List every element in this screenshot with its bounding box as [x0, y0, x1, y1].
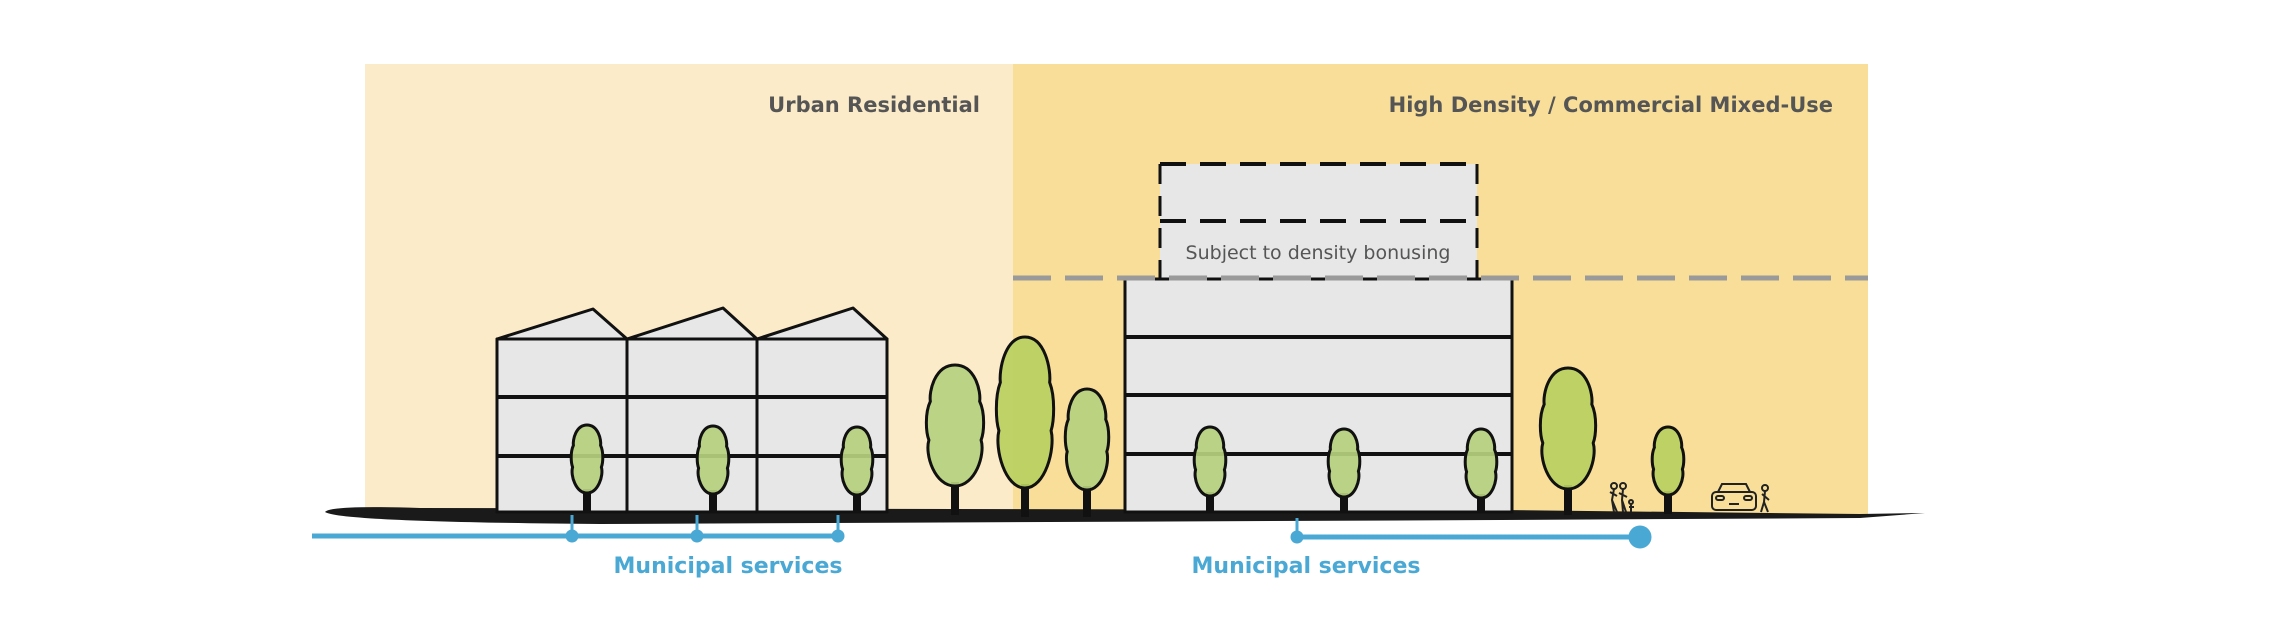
tree-crown [1538, 366, 1598, 491]
townhouse-unit [495, 307, 629, 514]
townhouse-unit [625, 306, 759, 514]
tree-trunk [709, 490, 717, 512]
tree-crown [569, 423, 605, 495]
tree-icon [1063, 387, 1111, 517]
service-connection [565, 529, 579, 543]
tree-icon [1326, 427, 1362, 512]
municipal-services-right [1290, 518, 1652, 549]
pedestrians-icon [1609, 482, 1770, 513]
municipal-services-label-left: Municipal services [614, 554, 843, 579]
tree-trunk [951, 482, 959, 515]
tree-icon [994, 335, 1056, 517]
tree-icon [1192, 425, 1228, 512]
service-connection [831, 529, 845, 543]
tree-icon [569, 423, 605, 512]
tree-trunk [1021, 484, 1029, 517]
tree-trunk [1477, 494, 1485, 512]
townhouse-icon [495, 306, 889, 514]
density-bonus-volume: Subject to density bonusing [1158, 162, 1479, 278]
tree-icon [1538, 366, 1598, 515]
tree-trunk [1083, 486, 1091, 517]
tree-crown [994, 335, 1056, 490]
tree-trunk [1564, 485, 1572, 515]
tree-icon [1650, 425, 1686, 514]
tree-crown [1463, 427, 1499, 500]
tree-icon [695, 424, 731, 512]
service-connection [690, 529, 704, 543]
tree-icon [1463, 427, 1499, 512]
high-density-title: High Density / Commercial Mixed-Use [1389, 93, 1833, 117]
tree-trunk [1664, 491, 1672, 514]
tree-trunk [1206, 492, 1214, 512]
tower-icon [1123, 277, 1514, 514]
trees [569, 335, 1686, 517]
urban-residential-title: Urban Residential [768, 93, 980, 117]
car-icon [1711, 483, 1757, 511]
tree-crown [839, 425, 875, 497]
municipal-services-label-right: Municipal services [1192, 554, 1421, 579]
service-connection [1290, 530, 1304, 544]
density-bonus-label: Subject to density bonusing [1186, 242, 1451, 264]
tree-crown [1650, 425, 1686, 497]
tree-icon [839, 425, 875, 512]
tree-trunk [583, 489, 591, 512]
municipal-services-left [312, 515, 845, 543]
tree-crown [1326, 427, 1362, 499]
tree-trunk [853, 491, 861, 512]
tree-trunk [1340, 493, 1348, 512]
tree-icon [924, 363, 986, 515]
tree-crown [695, 424, 731, 496]
tree-crown [1192, 425, 1228, 498]
tree-crown [924, 363, 986, 488]
service-terminus [1628, 525, 1652, 549]
tree-crown [1063, 387, 1111, 492]
